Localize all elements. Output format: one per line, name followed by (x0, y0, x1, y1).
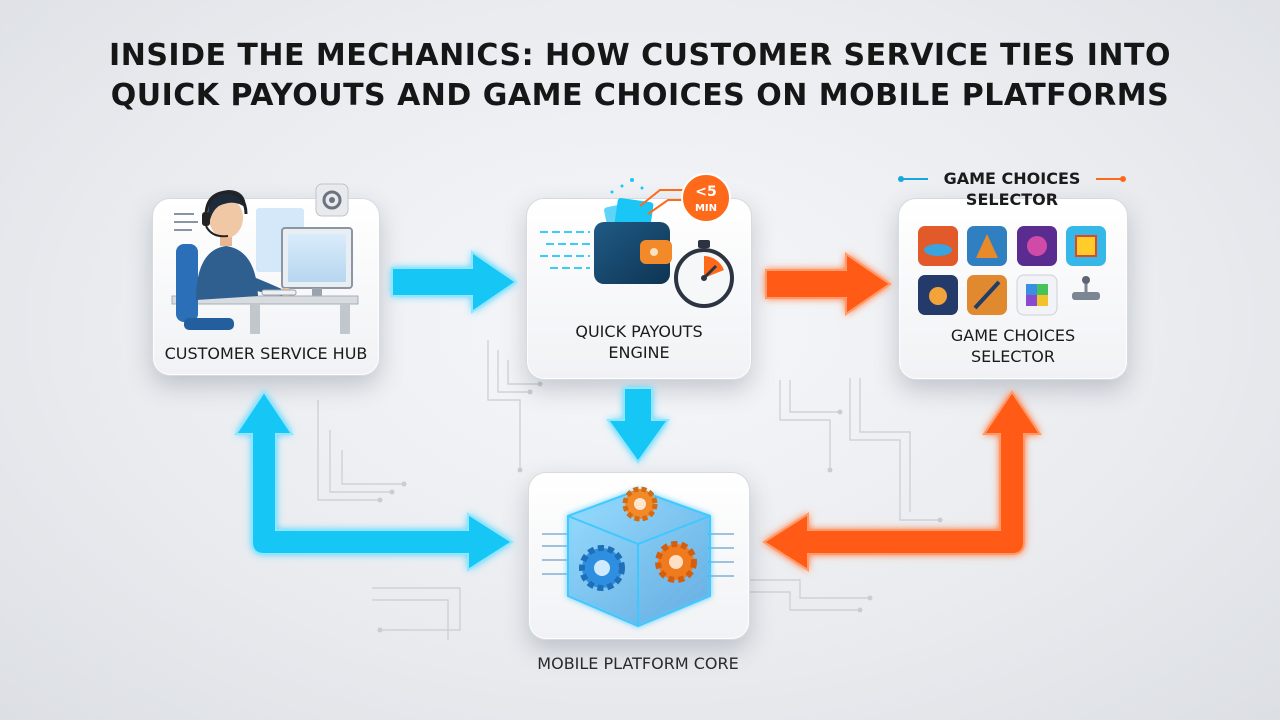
game-choices-label-line-1: GAME CHOICES (950, 326, 1076, 345)
stopwatch-icon (674, 240, 734, 308)
arrow-payouts-to-core (606, 387, 670, 464)
support-agent-icon (171, 183, 359, 334)
game-tiles (918, 226, 1106, 316)
diagram-title-line-2: QUICK PAYOUTS AND GAME CHOICES ON MOBILE… (110, 78, 1170, 113)
game-choices-label-line-2: SELECTOR (971, 347, 1055, 366)
selector-header-decor (898, 176, 1126, 182)
joystick-icon (1072, 276, 1100, 300)
badge-time-value: <5 (695, 184, 716, 200)
mobile-platform-core-label: MOBILE PLATFORM CORE (537, 654, 739, 673)
arrow-core-hub-loop (234, 390, 514, 572)
arrow-selector-core-loop (762, 390, 1042, 572)
arrow-hub-to-payouts (391, 250, 518, 314)
quick-payouts-label-line-1: QUICK PAYOUTS (575, 322, 703, 341)
wallet-icon (540, 178, 690, 284)
quick-payouts-label-line-2: ENGINE (608, 343, 670, 362)
gear-cube-icon (542, 486, 734, 628)
badge-time-unit: MIN (695, 203, 717, 214)
game-choices-header-line-2: SELECTOR (965, 190, 1059, 209)
diagram-title-line-1: INSIDE THE MECHANICS: HOW CUSTOMER SERVI… (109, 38, 1171, 73)
customer-service-hub-label: CUSTOMER SERVICE HUB (164, 344, 368, 363)
game-choices-header-line-1: GAME CHOICES (943, 169, 1081, 188)
arrow-payouts-to-selector (765, 252, 892, 316)
